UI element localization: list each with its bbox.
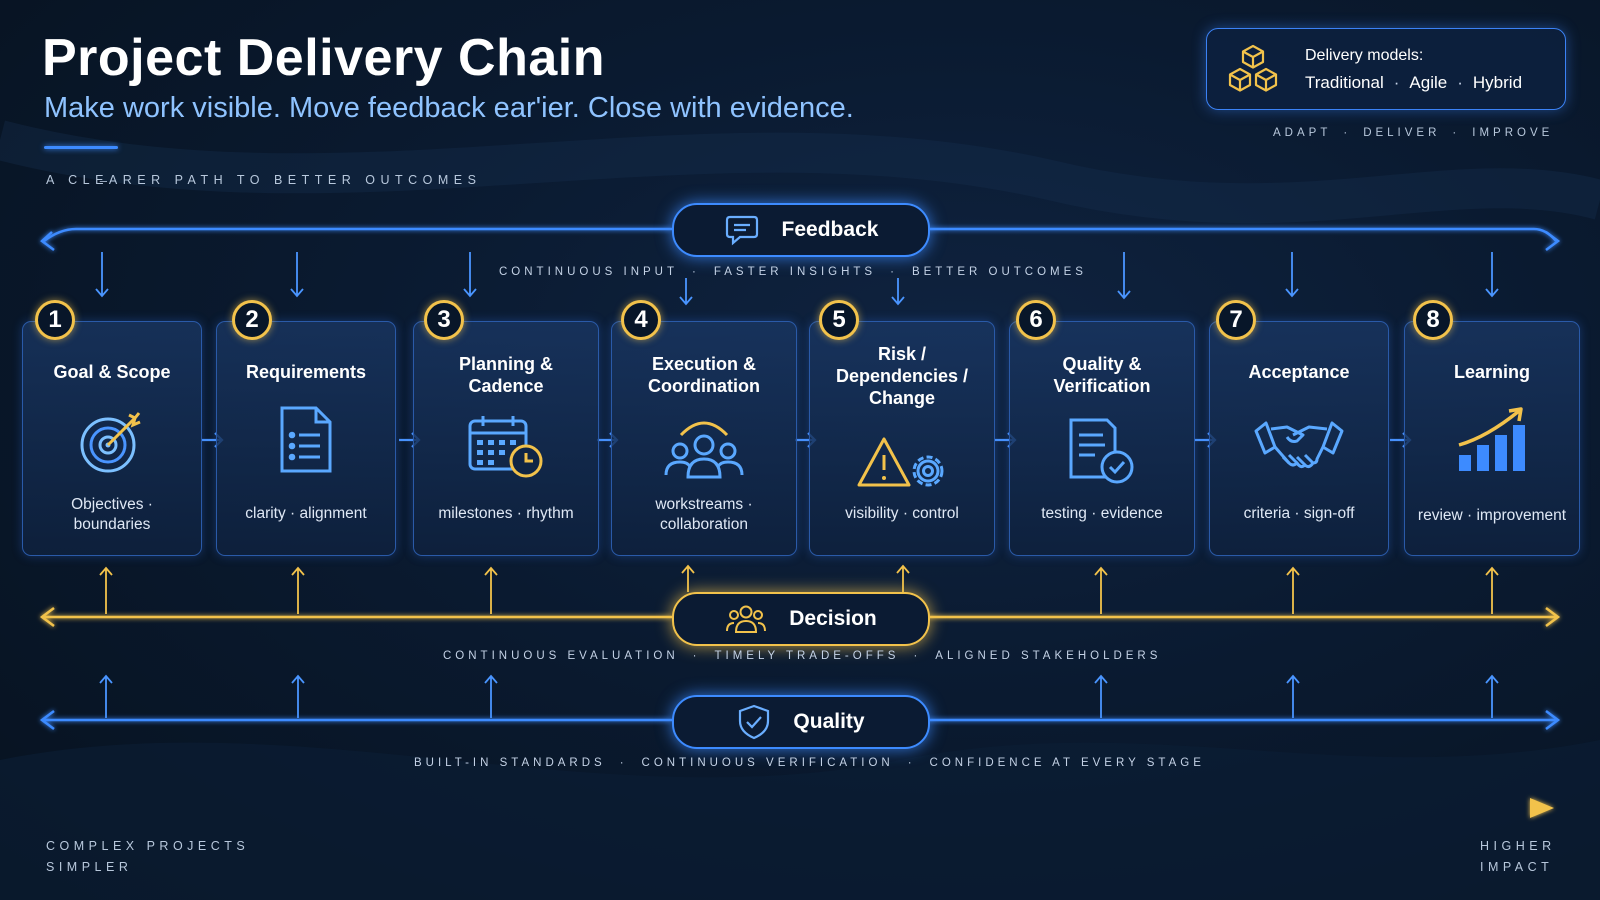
cubes-icon (1225, 43, 1281, 100)
stage-card-8: Learning review · improvement (1404, 321, 1580, 556)
stage-description: workstreams · collaboration (655, 496, 753, 533)
tagline-improve: IMPROVE (1472, 127, 1554, 139)
handshake-icon (1253, 417, 1345, 484)
tagline-deliver: DELIVER (1363, 127, 1441, 139)
stage-title: Planning & Cadence (459, 354, 553, 396)
decision-line (39, 607, 1561, 627)
stage-title: Risk / Dependencies / Change (835, 344, 969, 408)
chat-bubble-icon (725, 215, 758, 246)
feedback-caption-1: CONTINUOUS INPUT (499, 266, 678, 278)
stage-description: milestones · rhythm (438, 505, 574, 522)
quality-label: Quality (793, 710, 865, 733)
stage-description: criteria · sign-off (1243, 505, 1355, 522)
stage-card-7: Acceptance criteria · sign-off (1209, 321, 1389, 556)
footer-left-line-2: SIMPLER (46, 860, 133, 874)
quality-pill: Quality (672, 695, 930, 749)
warning-gear-icon (856, 435, 948, 498)
stage-card-5: Risk / Dependencies / Change visibility ·… (809, 321, 995, 556)
decision-up-arrows (99, 564, 1499, 614)
calendar-clock-icon (467, 413, 545, 484)
decision-caption-3: ALIGNED STAKEHOLDERS (935, 650, 1162, 662)
stage-title: Requirements (245, 362, 367, 382)
stage-title: Execution & Coordination (648, 354, 760, 396)
delivery-models-panel: Delivery models: Traditional · Agile · Hybri… (1206, 28, 1566, 110)
stage-number-badge: 1 (35, 300, 75, 340)
stage-number-badge: 6 (1016, 300, 1056, 340)
feedback-pill: Feedback (672, 203, 930, 257)
quality-captions: BUILT-IN STANDARDS·CONTINUOUS VERIFICATI… (414, 757, 1205, 769)
feedback-down-arrows (95, 252, 1499, 306)
stage-description: review · improvement (1417, 507, 1567, 524)
feedback-caption-2: FASTER INSIGHTS (713, 266, 877, 278)
page-tagline: A CLE̶ARER PATH TO BETTER OUTCOMES (46, 173, 482, 187)
model-separator: · (1457, 73, 1463, 92)
quality-caption-3: CONFIDENCE AT EVERY STAGE (929, 757, 1205, 769)
quality-line (39, 710, 1561, 730)
feedback-captions: CONTINUOUS INPUT·FASTER INSIGHTS·BETTER … (499, 266, 1087, 278)
page-title: Project Delivery Chain (42, 29, 605, 87)
stage-number-badge: 5 (819, 300, 859, 340)
stage-card-2: Requirements clarity · alignment (216, 321, 396, 556)
quality-caption-1: BUILT-IN STANDARDS (414, 757, 606, 769)
stage-title: Acceptance (1248, 362, 1350, 382)
stage-card-4: Execution & Coordination workstreams · co… (611, 321, 797, 556)
stage-description: clarity · alignment (245, 505, 367, 522)
growth-chart-icon (1455, 405, 1529, 480)
stage-number-badge: 3 (424, 300, 464, 340)
stage-description: testing · evidence (1041, 505, 1163, 522)
footer-right-line-1: HIGHER (1480, 839, 1556, 853)
stage-number-badge: 4 (621, 300, 661, 340)
stage-number-badge: 8 (1413, 300, 1453, 340)
bottom-progress-arrow (44, 798, 1554, 818)
stage-card-6: Quality & Verification testing · evidence (1009, 321, 1195, 556)
stage-description: Objectives · boundaries (71, 496, 153, 533)
delivery-models-list: Traditional · Agile · Hybrid (1305, 73, 1522, 93)
quality-up-arrows (99, 674, 1499, 718)
model-traditional: Traditional (1305, 73, 1384, 92)
decision-caption-1: CONTINUOUS EVALUATION (443, 650, 679, 662)
stage-description: visibility · control (845, 505, 959, 522)
document-check-icon (1067, 417, 1137, 490)
stage-title: Quality & Verification (1053, 354, 1151, 396)
model-agile: Agile (1409, 73, 1448, 92)
quality-caption-2: CONTINUOUS VERIFICATION (641, 757, 894, 769)
footer-right-line-2: IMPACT (1480, 860, 1554, 874)
stage-number-badge: 2 (232, 300, 272, 340)
delivery-models-title: Delivery models: (1305, 47, 1424, 64)
decision-caption-2: TIMELY TRADE-OFFS (714, 650, 900, 662)
feedback-line (40, 227, 1561, 251)
title-underline (44, 146, 118, 149)
people-group-icon (726, 605, 767, 633)
page-subtitle: Make work visible. Move feedback ear'ier… (44, 92, 854, 124)
feedback-caption-3: BETTER OUTCOMES (911, 266, 1087, 278)
tagline-adapt: ADAPT (1273, 127, 1332, 139)
stage-card-3: Planning & Cadence milestones · rhythm (413, 321, 599, 556)
decision-label: Decision (789, 607, 877, 630)
team-icon (661, 417, 747, 484)
footer-right: HIGHER IMPACT (1480, 836, 1556, 878)
target-icon (77, 409, 147, 480)
shield-check-icon (739, 704, 770, 740)
model-separator: · (1393, 73, 1400, 92)
footer-left: COMPLEX PROJECTS SIMPLER (46, 836, 249, 878)
decision-captions: CONTINUOUS EVALUATION·TIMELY TRADE-OFFS·… (443, 650, 1162, 662)
decision-pill: Decision (672, 592, 930, 646)
stage-title: Goal & Scope (53, 362, 171, 382)
model-hybrid: Hybrid (1472, 73, 1523, 92)
stage-title: Learning (1453, 362, 1530, 382)
stage-number-badge: 7 (1216, 300, 1256, 340)
feedback-label: Feedback (781, 218, 879, 241)
models-tagline: ADAPT·DELIVER·IMPROVE (1273, 127, 1554, 139)
document-list-icon (276, 405, 336, 480)
footer-left-line-1: COMPLEX PROJECTS (46, 839, 250, 853)
